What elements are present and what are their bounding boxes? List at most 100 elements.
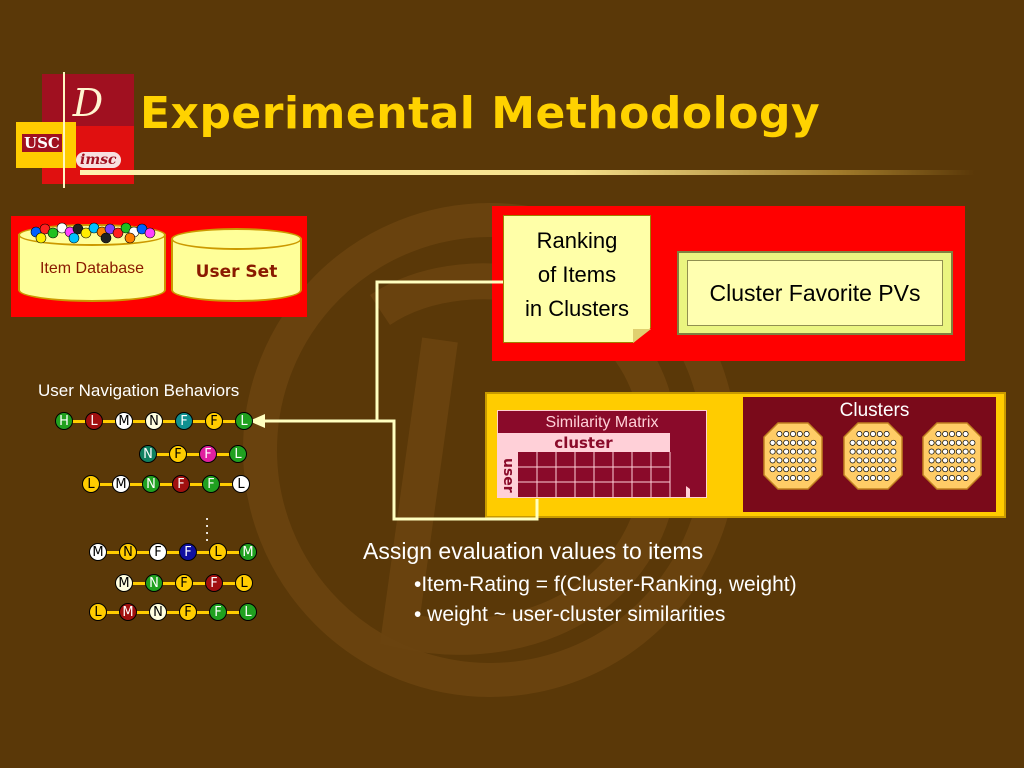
cluster-member-dot: [935, 448, 942, 455]
cluster-member-dot: [776, 448, 783, 455]
cluster-member-dot: [949, 457, 955, 464]
sequence-connector: [98, 611, 248, 614]
usc-text: USC: [22, 134, 62, 152]
cluster-octagons: [763, 422, 982, 490]
title-rule: [80, 170, 975, 175]
ranking-line-1: Ranking: [536, 228, 618, 253]
cluster-member-dot: [876, 439, 883, 446]
cluster-member-dot: [928, 466, 935, 473]
cluster-octagon: [763, 422, 823, 490]
cluster-member-dot: [803, 466, 810, 473]
cluster-member-dot: [863, 439, 870, 446]
ranking-line-3: in Clusters: [525, 296, 629, 321]
cluster-member-dot: [942, 457, 949, 464]
cluster-member-dot: [969, 466, 976, 473]
cluster-member-dot: [856, 448, 863, 455]
cluster-member-dot: [955, 431, 962, 437]
page-visit-chip: L: [235, 412, 253, 430]
cluster-member-dot: [849, 448, 856, 455]
cluster-member-dot: [890, 448, 897, 455]
cluster-member-dot: [810, 448, 817, 455]
page-visit-chip: F: [202, 475, 220, 493]
page-visit-chip: F: [179, 603, 197, 621]
page-visit-chip: M: [115, 412, 133, 430]
cluster-member-dot: [876, 448, 883, 455]
cluster-member-dot: [790, 439, 796, 446]
cluster-octagon: [843, 422, 903, 490]
cluster-member-dot: [863, 457, 870, 464]
cluster-member-dot: [796, 448, 803, 455]
cluster-member-dot: [876, 457, 883, 464]
cluster-member-dot: [803, 448, 810, 455]
cluster-member-dot: [849, 439, 856, 446]
user-set-cylinder: User Set: [171, 228, 302, 302]
cluster-member-dot: [935, 466, 942, 473]
cluster-member-dot: [796, 431, 803, 437]
cluster-member-dot: [790, 466, 796, 473]
cluster-member-dot: [883, 431, 890, 437]
page-visit-chip: N: [145, 574, 163, 592]
cluster-member-dot: [949, 466, 955, 473]
cluster-header-label: cluster: [554, 434, 613, 452]
cluster-member-dot: [863, 431, 870, 437]
cluster-member-dot: [803, 457, 810, 464]
cluster-member-dot: [876, 431, 883, 437]
similarity-matrix-title: Similarity Matrix: [545, 414, 659, 431]
cluster-member-dot: [810, 439, 817, 446]
page-visit-chip: F: [149, 543, 167, 561]
more-sequences-dots: ....: [204, 505, 210, 545]
cluster-member-dot: [863, 475, 870, 481]
cluster-header-bar: [497, 433, 670, 452]
cluster-member-dot: [796, 466, 803, 473]
cluster-member-dot: [962, 448, 969, 455]
page-visit-chip: M: [115, 574, 133, 592]
page-visit-chip: L: [85, 412, 103, 430]
cluster-member-dot: [790, 448, 796, 455]
page-visit-chip: L: [232, 475, 250, 493]
cluster-member-dot: [883, 439, 890, 446]
cluster-member-dot: [955, 466, 962, 473]
cluster-member-dot: [796, 439, 803, 446]
cluster-member-dot: [776, 431, 783, 437]
page-visit-chip: F: [209, 603, 227, 621]
cluster-member-dot: [955, 457, 962, 464]
page-visit-chip: M: [112, 475, 130, 493]
sequence-connector: [148, 453, 238, 456]
cluster-member-dot: [942, 439, 949, 446]
cluster-member-dot: [890, 439, 897, 446]
cluster-member-dot: [942, 448, 949, 455]
cluster-member-dot: [883, 466, 890, 473]
page-visit-chip: N: [149, 603, 167, 621]
page-visit-chip: F: [179, 543, 197, 561]
item-balls-icon: [30, 222, 156, 244]
cluster-member-dot: [790, 457, 796, 464]
cluster-member-dot: [790, 431, 796, 437]
page-visit-chip: L: [209, 543, 227, 561]
cluster-member-dot: [883, 475, 890, 481]
cluster-member-dot: [790, 475, 796, 481]
ranking-card: Ranking of Items in Clusters: [503, 215, 651, 343]
cluster-member-dot: [955, 448, 962, 455]
navigation-title: User Navigation Behaviors: [38, 381, 240, 400]
cluster-member-dot: [935, 475, 942, 481]
bullet-weight: • weight ~ user-cluster similarities: [414, 603, 726, 626]
assign-heading: Assign evaluation values to items: [363, 538, 704, 564]
cluster-member-dot: [769, 466, 776, 473]
cluster-member-dot: [955, 439, 962, 446]
page-visit-chip: L: [229, 445, 247, 463]
cluster-member-dot: [776, 466, 783, 473]
cluster-member-dot: [769, 457, 776, 464]
cluster-member-dot: [890, 457, 897, 464]
cluster-member-dot: [769, 448, 776, 455]
cluster-member-dot: [928, 439, 935, 446]
cluster-member-dot: [870, 448, 876, 455]
cluster-member-dot: [962, 439, 969, 446]
cluster-member-dot: [949, 439, 955, 446]
item-database-cylinder: Item Database: [18, 222, 166, 302]
cluster-favorite-label: Cluster Favorite PVs: [687, 260, 943, 326]
cluster-member-dot: [969, 457, 976, 464]
cluster-member-dot: [856, 439, 863, 446]
cluster-member-dot: [870, 431, 876, 437]
cluster-member-dot: [942, 475, 949, 481]
page-visit-chip: F: [169, 445, 187, 463]
